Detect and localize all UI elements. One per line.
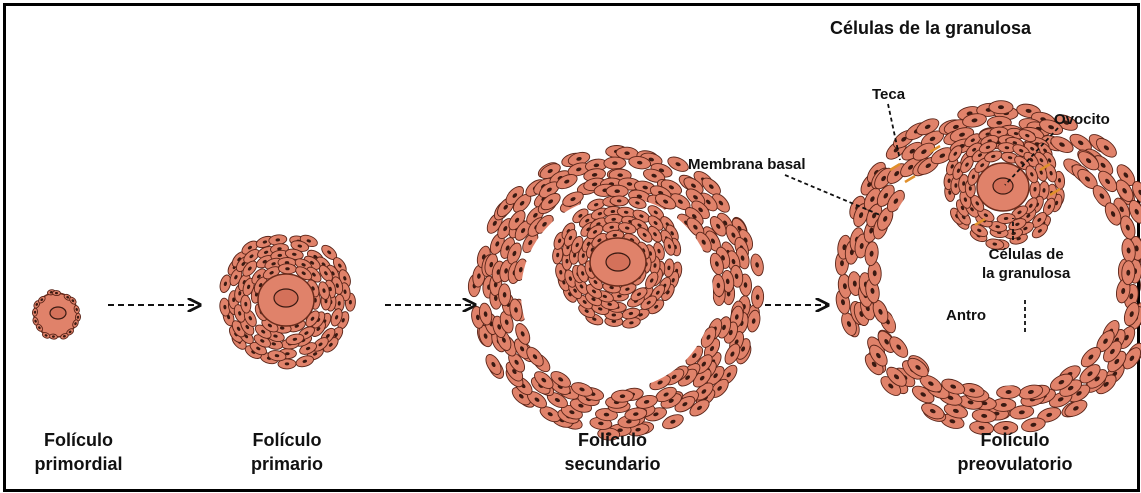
caption-secundario: Folículo secundario [545,428,680,476]
label-celulas-granulosa: Células de la granulosa [982,245,1070,283]
label-antro: Antro [946,306,986,325]
label-teca: Teca [872,85,905,104]
label-ovocito: Ovocito [1054,110,1110,129]
label-membrana-basal: Membrana basal [688,155,806,174]
caption-preovulatorio: Folículo preovulatorio [935,428,1095,476]
secondary-follicle [468,145,765,440]
caption-primario: Folículo primario [232,428,342,476]
primordial-follicle [32,289,81,340]
primary-follicle [218,233,355,369]
caption-primordial: Folículo primordial [16,428,141,476]
